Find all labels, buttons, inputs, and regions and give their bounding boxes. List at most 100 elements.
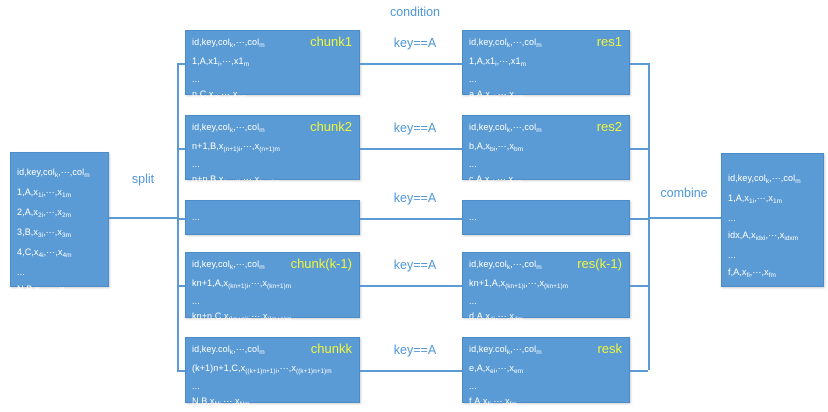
res-tag: res(k-1): [577, 256, 622, 271]
subscript: m: [259, 349, 265, 356]
subscript: (n+1)m: [259, 145, 280, 153]
connector-line: [177, 218, 185, 220]
subscript: m: [536, 264, 542, 271]
subscript: k: [229, 42, 234, 49]
table-line: ...: [192, 74, 200, 84]
condition-label: condition: [389, 5, 441, 19]
subscript: (kn+1)i: [505, 282, 526, 290]
table-line: ...: [192, 212, 200, 222]
subscript: fi: [487, 400, 491, 408]
table-line: id,key,colk,⋯,colm: [192, 37, 265, 49]
connector-line: [630, 63, 648, 65]
connector-line: [630, 218, 648, 220]
subscript: di: [490, 315, 496, 323]
subscript: m: [259, 127, 265, 134]
subscript: 1m: [772, 198, 783, 205]
table-line: c,A,xci,⋯,xcm: [469, 173, 522, 186]
table-line: f,A,xfi,⋯,xfm: [728, 267, 776, 279]
table-line: 1,A,x1i,⋯,x1m: [469, 55, 527, 68]
table-line: 3,B,x3i,⋯,x3m: [17, 227, 72, 239]
subscript: k: [229, 349, 234, 356]
connector-line: [360, 218, 462, 220]
res-box: id,key,colk,⋯,colm b,A,xbi,⋯,xbm... c,A,xc…: [462, 115, 630, 186]
table-line: ...: [728, 213, 736, 223]
subscript: ((k+1)n+1)i: [245, 367, 278, 375]
table-line: ...: [469, 74, 477, 84]
table-line: ...: [469, 381, 477, 391]
subscript: k: [506, 264, 511, 271]
subscript: Ni: [39, 289, 46, 296]
table-line: id,key,colk,⋯,colm: [17, 167, 90, 179]
table-line: 2,A,x2i,⋯,x2m: [17, 207, 72, 219]
subscript: 1m: [61, 192, 72, 199]
subscript: em: [513, 367, 524, 375]
subscript: 1i: [749, 198, 755, 205]
connector-line: [630, 285, 648, 287]
table-line: kn+1,A,x(kn+1)i,⋯,x(kn+1)m: [469, 277, 569, 290]
combine-label: combine: [660, 186, 708, 200]
subscript: m: [536, 42, 542, 49]
subscript: fi: [746, 272, 750, 279]
res-box: ...: [462, 200, 630, 235]
connector-line: [109, 217, 177, 219]
subscript: k: [229, 264, 234, 271]
subscript: 4m: [62, 252, 72, 259]
subscript: m: [536, 349, 542, 356]
chunk-tag: chunk1: [310, 34, 352, 49]
connector-line: [177, 148, 185, 150]
subscript: (kn+n)m: [267, 315, 292, 323]
subscript: bm: [513, 145, 524, 153]
table-line: id,key,colk,⋯,colm: [469, 37, 542, 49]
subscript: ((k+1)n+1)m: [295, 367, 332, 375]
connector-line: [360, 285, 462, 287]
subscript: Nm: [64, 289, 75, 296]
table-line: ...: [469, 296, 477, 306]
table-line: n+1,B,x(n+1)i,⋯,x(n+1)m: [192, 140, 280, 153]
chunk-tag: chunk(k-1): [290, 256, 352, 271]
connector-line: [630, 148, 648, 150]
table-line: id,key,colk,⋯,colm: [192, 259, 265, 271]
table-line: kn+n,C,x(kn+n)i,⋯,x(kn+n)m: [192, 310, 292, 323]
table-line: id,key.colk,⋯,colm: [469, 344, 542, 356]
subscript: ei: [490, 367, 496, 375]
subscript: idxi: [755, 235, 766, 242]
subscript: m: [536, 127, 542, 134]
split-label: split: [131, 172, 155, 186]
table-line: f,A,xfi,⋯,xfm: [469, 395, 517, 408]
table-line: b,A,xbi,⋯,xbm: [469, 140, 524, 153]
table-line: 1,A,x1i,⋯,x1m: [728, 193, 783, 205]
table-line: ...: [469, 159, 477, 169]
connector-line: [648, 63, 650, 370]
subscript: 4i: [38, 252, 44, 259]
table-line: a,A,xai,⋯,xam: [469, 88, 524, 101]
subscript: dm: [513, 315, 524, 323]
subscript: (kn+n)i: [228, 315, 249, 323]
subscript: (kn+1)i: [228, 282, 249, 290]
chunk-tag: chunk2: [310, 119, 352, 134]
connector-line: [177, 285, 185, 287]
key-condition-label: key==A: [393, 343, 437, 357]
subscript: m: [259, 264, 265, 271]
subscript: k: [229, 127, 234, 134]
res-tag: res2: [596, 119, 622, 134]
subscript: fm: [509, 400, 517, 408]
table-line: d,A,xdi,⋯,xdm: [469, 310, 524, 323]
res-box: id,key,colk,⋯,colm 1,A,x1i,⋯,x1m... a,A,xa…: [462, 30, 630, 101]
subscript: k: [765, 178, 770, 185]
connector-line: [177, 370, 185, 372]
subscript: 3m: [61, 232, 72, 239]
table-line: id,key.colk,⋯,colm: [192, 344, 265, 356]
subscript: idxm: [784, 235, 799, 242]
connector-line: [177, 63, 179, 370]
subscript: (kn+1)m: [267, 282, 292, 290]
subscript: 3i: [38, 232, 44, 239]
table-line: n,C,xni,⋯,xnm: [192, 88, 247, 101]
table-line: id,key,colk,⋯,colm: [469, 122, 542, 134]
res-tag: res1: [596, 34, 622, 49]
table-line: ...: [469, 212, 477, 222]
key-condition-label: key==A: [393, 191, 437, 205]
table-line: ...: [192, 296, 200, 306]
